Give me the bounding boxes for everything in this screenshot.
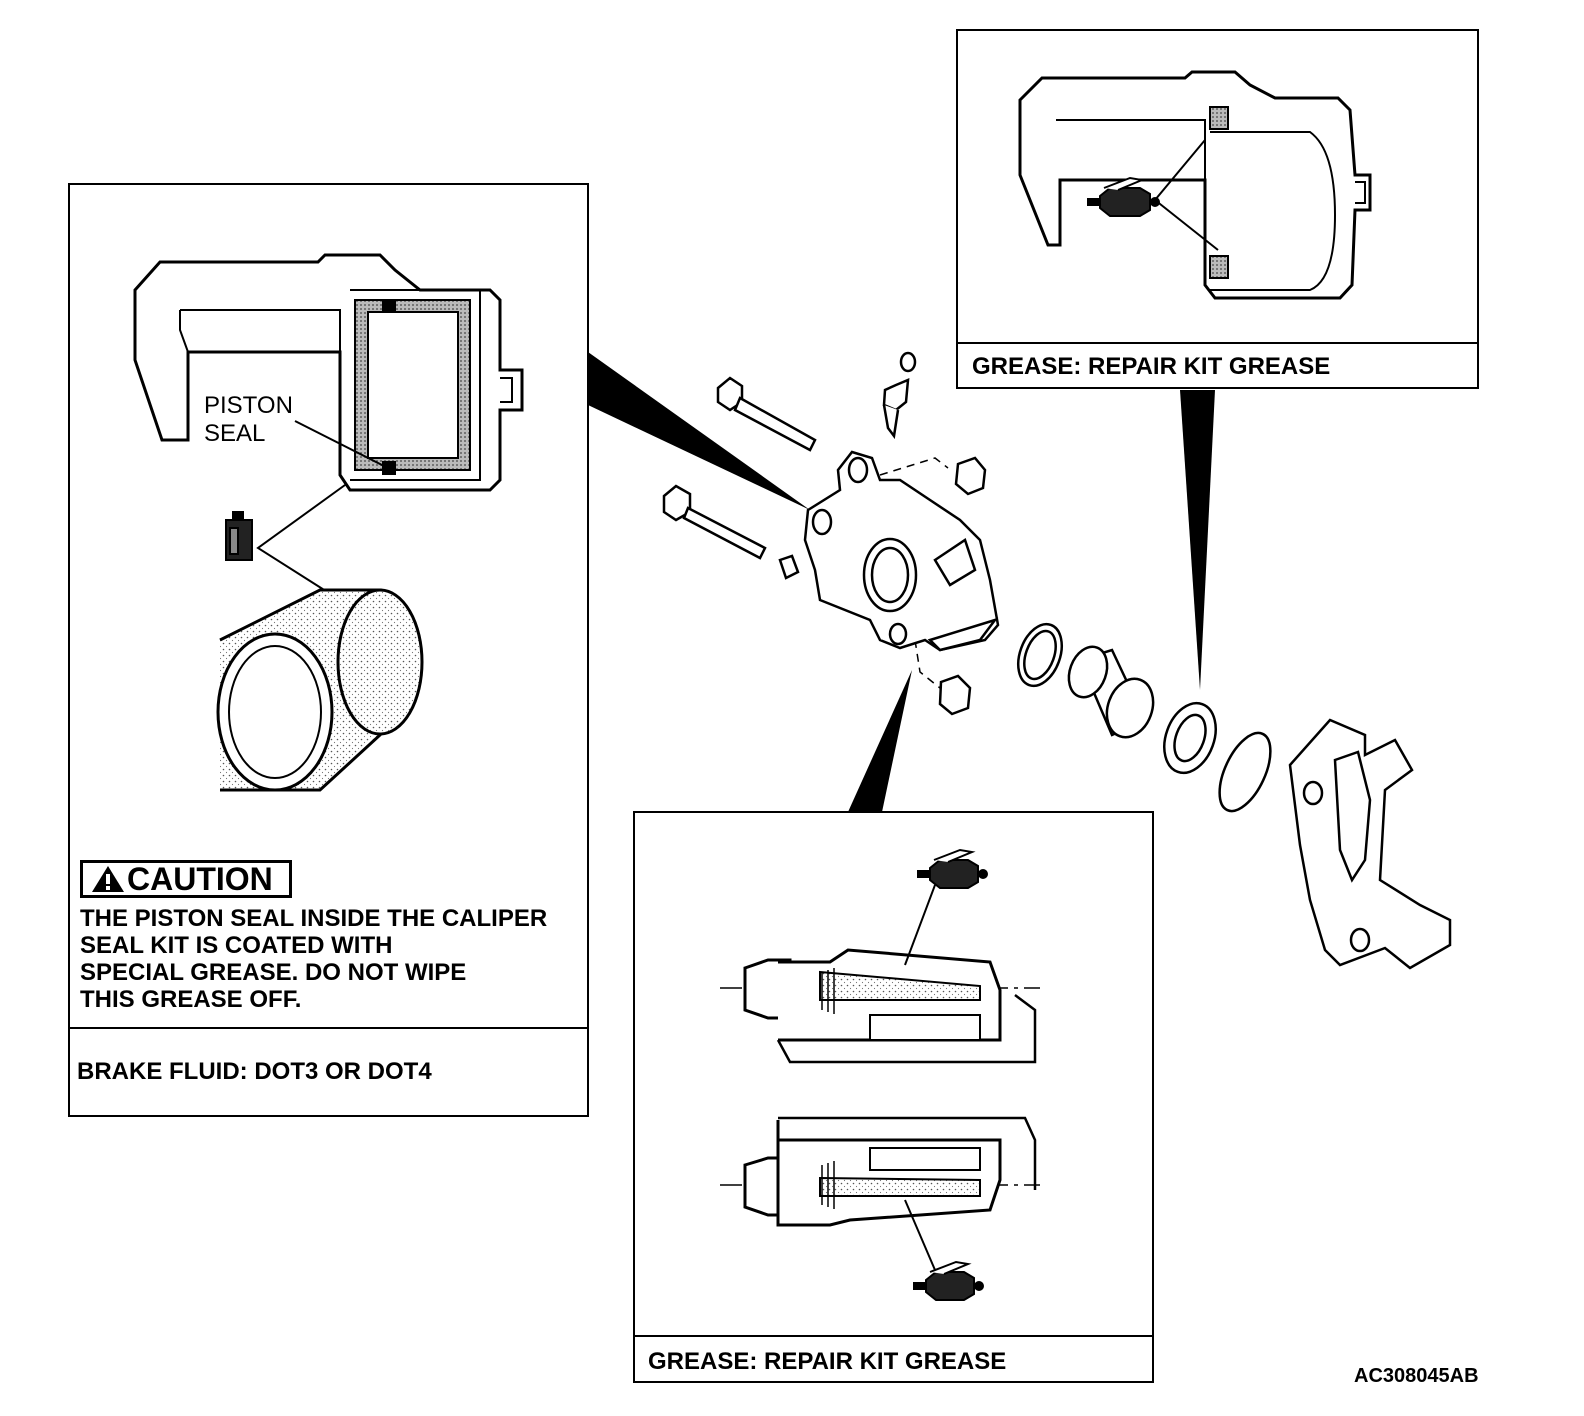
caution-heading: CAUTION: [127, 861, 273, 897]
guide-pin-upper: [716, 376, 817, 452]
grease-spec-top: GREASE: REPAIR KIT GREASE: [972, 353, 1331, 380]
grease-spec-bottom: GREASE: REPAIR KIT GREASE: [648, 1348, 1007, 1375]
brake-fluid-spec: BRAKE FLUID: DOT3 OR DOT4: [77, 1058, 432, 1085]
left-detail-panel: [68, 183, 589, 1117]
piston-seal-label-line2: SEAL: [204, 420, 266, 447]
caliper-support: [1288, 718, 1452, 970]
exploded-parts: [588, 351, 1452, 970]
top-right-detail-panel: [956, 29, 1479, 389]
caliper-section-top: [1018, 70, 1372, 300]
piston-small: [1067, 645, 1155, 739]
bleeder-screw: [882, 351, 917, 440]
piston-seal-label-line1: PISTON: [204, 392, 293, 419]
grease-tube-icon: [1087, 176, 1160, 217]
piston-drawing: [216, 588, 424, 792]
caution-triangle-icon: [92, 866, 124, 892]
guide-pin-section-lower: [720, 1116, 1040, 1271]
guide-pin-section-upper: [720, 884, 1040, 1064]
brake-fluid-bottle-icon: [225, 511, 253, 561]
caution-banner: CAUTION: [80, 860, 292, 898]
caliper-body: [803, 450, 1000, 652]
figure-code: AC308045AB: [1354, 1365, 1479, 1387]
guide-pin-lower: [662, 484, 767, 560]
caution-text-line3: SPECIAL GREASE. DO NOT WIPE: [80, 959, 467, 986]
grease-tube-icon: [913, 1260, 984, 1301]
bottom-detail-panel: [633, 811, 1154, 1383]
grease-tube-icon: [917, 848, 988, 889]
caliper-section-drawing: [133, 253, 524, 492]
caution-text-line2: SEAL KIT IS COATED WITH: [80, 932, 393, 959]
caution-text-line1: THE PISTON SEAL INSIDE THE CALIPER: [80, 905, 548, 932]
caution-text-line4: THIS GREASE OFF.: [80, 986, 302, 1013]
